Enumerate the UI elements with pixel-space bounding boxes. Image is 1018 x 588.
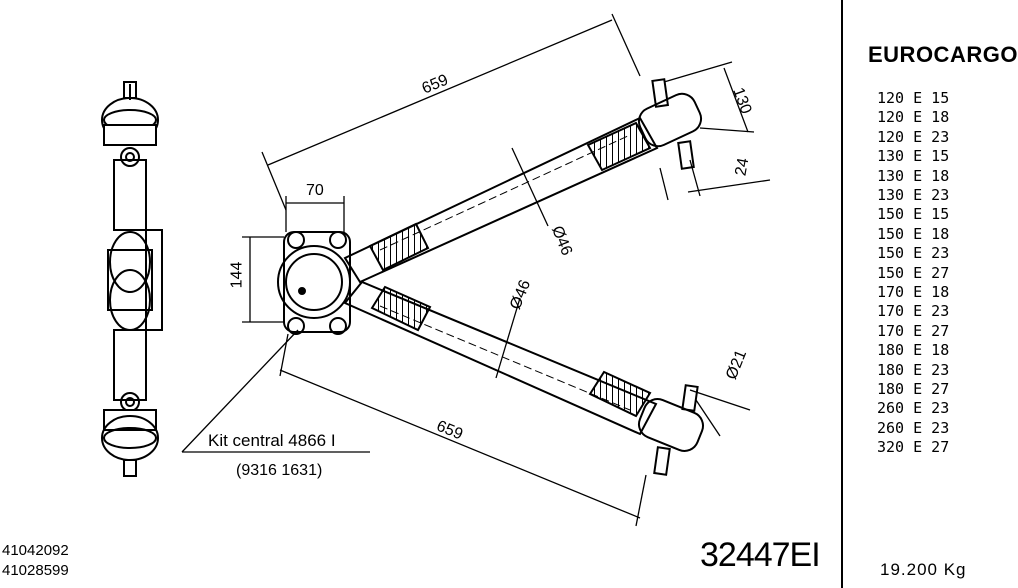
model-item: 120 E 23 xyxy=(877,127,950,146)
model-item: 150 E 27 xyxy=(877,263,950,282)
model-item: 130 E 23 xyxy=(877,186,950,204)
reference-code: 41028599 xyxy=(2,562,69,579)
model-item: 170 E 18 xyxy=(877,283,950,301)
dim-height-144: 144 xyxy=(228,261,246,289)
kit-code: (9316 1631) xyxy=(236,462,323,479)
part-number: 32447EI xyxy=(700,536,821,574)
model-item: 320 E 27 xyxy=(877,438,950,457)
model-item: 180 E 18 xyxy=(877,341,950,360)
model-item: 150 E 23 xyxy=(877,244,950,263)
model-item: 150 E 15 xyxy=(877,205,950,224)
model-item: 120 E 18 xyxy=(877,108,950,127)
model-item: 170 E 27 xyxy=(877,321,950,340)
kit-label: Kit central 4866 I xyxy=(208,431,336,450)
upper-arm xyxy=(343,78,703,284)
model-item: 120 E 15 xyxy=(877,89,950,107)
brand-title: EUROCARGO xyxy=(868,42,1018,67)
model-item: 130 E 15 xyxy=(877,147,950,166)
central-joint xyxy=(277,231,351,335)
model-item: 260 E 23 xyxy=(877,399,950,418)
lower-arm xyxy=(343,280,705,476)
side-view xyxy=(101,81,163,477)
dim-depth-24: 24 xyxy=(732,156,753,178)
model-item: 130 E 18 xyxy=(877,166,950,185)
model-item: 150 E 18 xyxy=(877,224,950,243)
weight-label: 19.200 Kg xyxy=(880,560,967,579)
model-item: 170 E 23 xyxy=(877,302,950,321)
model-item: 180 E 27 xyxy=(877,380,950,398)
reference-code: 41042092 xyxy=(2,542,69,559)
model-item: 260 E 23 xyxy=(877,418,950,437)
reference-codes: 41042092 41028599 xyxy=(2,541,69,581)
model-item: 180 E 23 xyxy=(877,360,950,379)
dim-width-70: 70 xyxy=(306,182,324,199)
